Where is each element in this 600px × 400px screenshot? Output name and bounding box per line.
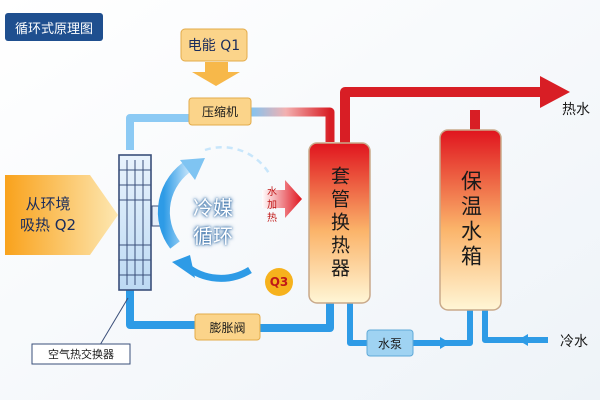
hot-water-pipe-a: [340, 87, 540, 145]
compressor-box: [188, 97, 252, 126]
hot-water-label: 热水: [562, 102, 590, 118]
water-heating-arrow: [262, 180, 302, 218]
refrigerant-pipe-return: [260, 300, 334, 332]
cold-water-arrow-b: [518, 334, 528, 346]
air-exchanger-label: 空气热交换器: [48, 348, 114, 361]
cold-water-pipe-b: [410, 310, 473, 346]
air-exchanger-label-box: [31, 343, 131, 365]
heat-source-label: 从环境 吸热 Q2: [19, 195, 77, 234]
cold-water-pipe-a: [347, 300, 370, 346]
title-bar: [5, 13, 103, 41]
refrigerant-pipe-hot: [250, 107, 335, 142]
expansion-valve-box: [194, 313, 261, 341]
power-input-box: [180, 28, 248, 62]
water-heating-label: 水 加 热: [267, 186, 277, 224]
tube-exchanger-body: [308, 142, 371, 304]
tube-exchanger-label: 套管换热器: [328, 165, 350, 281]
cold-water-label: 冷水: [560, 334, 588, 350]
q3-circle: [265, 268, 293, 296]
water-pump-box: [366, 329, 414, 357]
power-input-label: 电能 Q1: [187, 38, 241, 54]
cycle-arrow-head-top: [180, 158, 205, 180]
air-exchanger-callout: [99, 297, 129, 346]
power-arrow: [192, 62, 240, 86]
refrigerant-pipe-lower-left: [126, 290, 195, 329]
cycle-arc-top: [204, 145, 272, 176]
cycle-arrow-head-bottom: [172, 255, 195, 278]
storage-tank-label: 保温水箱: [458, 170, 483, 270]
water-pump-label: 水泵: [377, 336, 402, 351]
compressor-label: 压缩机: [201, 105, 238, 119]
refrigerant-cycle-label: 冷媒 循环: [193, 196, 233, 248]
q3-label: Q3: [269, 275, 289, 289]
heat-source-arrow: [5, 175, 118, 255]
hot-water-arrow: [540, 76, 570, 108]
cycle-arc-left: [157, 159, 194, 249]
storage-tank-body: [439, 129, 502, 311]
cold-water-arrow-a: [440, 337, 450, 349]
page-title: 循环式原理图: [14, 21, 93, 37]
refrigerant-pipe-upper-left: [126, 114, 190, 150]
expansion-valve-label: 膨胀阀: [209, 320, 246, 335]
air-exchanger-fins: [119, 160, 151, 285]
